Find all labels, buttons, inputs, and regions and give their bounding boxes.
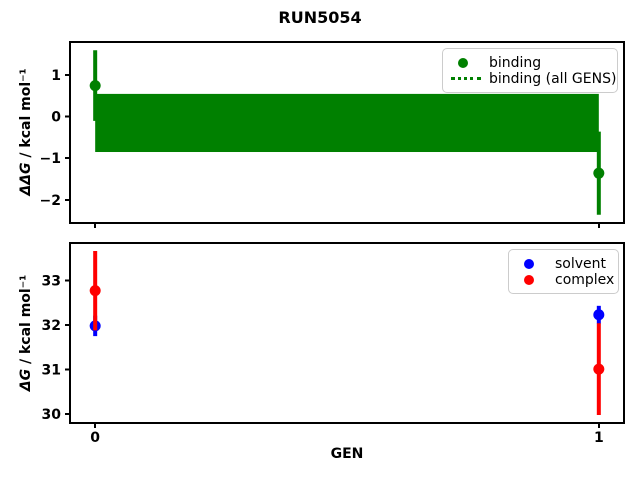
legend-marker-cell — [449, 77, 483, 80]
y-tick-label: 30 — [42, 407, 62, 423]
x-axis-label: GEN — [330, 446, 364, 462]
band-binding-all-gens- — [95, 93, 599, 153]
y-tick-label: −1 — [40, 151, 61, 167]
binding-dot-icon — [458, 57, 468, 68]
bottom-y-axis-label-math: ΔG — [18, 368, 34, 392]
legend-marker-cell — [449, 57, 477, 68]
y-tick-label: 0 — [51, 110, 61, 126]
top-y-axis-label: ΔΔG / kcal mol⁻¹ — [18, 68, 34, 195]
legend-entry-binding: binding — [449, 55, 607, 71]
solvent-marker — [593, 309, 605, 321]
legend-label: binding — [489, 54, 542, 71]
y-tick-label: 31 — [42, 363, 61, 379]
top-y-axis-label-math: ΔΔG — [18, 162, 34, 196]
y-tick-label: −2 — [40, 193, 61, 209]
legend-entry-binding-all-gens: binding (all GENS) — [449, 71, 616, 87]
legend-entry-solvent: solvent — [515, 256, 608, 272]
legend-label: solvent — [555, 255, 607, 272]
complex-marker — [593, 363, 605, 375]
y-tick-label: 32 — [42, 318, 61, 334]
legend-entry-complex: complex — [515, 272, 614, 288]
legend-label: binding (all GENS) — [489, 70, 617, 87]
top-y-axis-label-units: / kcal mol⁻¹ — [18, 68, 34, 163]
axes-frame — [69, 41, 625, 224]
binding-marker — [593, 167, 605, 179]
bottom-y-axis-label-units: / kcal mol⁻¹ — [18, 274, 34, 369]
dotted-line-icon — [451, 77, 481, 80]
complex-dot-icon — [524, 274, 534, 285]
axes-frame — [69, 242, 625, 424]
legend-marker-cell — [515, 258, 543, 269]
legend-marker-cell — [515, 274, 543, 285]
complex-marker — [89, 285, 101, 297]
y-tick-label: 33 — [42, 273, 61, 289]
x-tick-label: 1 — [594, 430, 604, 446]
legend-label: complex — [555, 271, 615, 288]
figure-title: RUN5054 — [278, 8, 362, 27]
binding-marker — [89, 80, 101, 92]
top-legend: binding binding (all GENS) — [442, 48, 618, 93]
bottom-legend: solvent complex — [508, 249, 619, 294]
x-tick-label: 0 — [90, 430, 100, 446]
bottom-y-axis-label: ΔG / kcal mol⁻¹ — [18, 275, 34, 391]
solvent-dot-icon — [524, 258, 534, 269]
y-tick-label: 1 — [51, 68, 61, 84]
